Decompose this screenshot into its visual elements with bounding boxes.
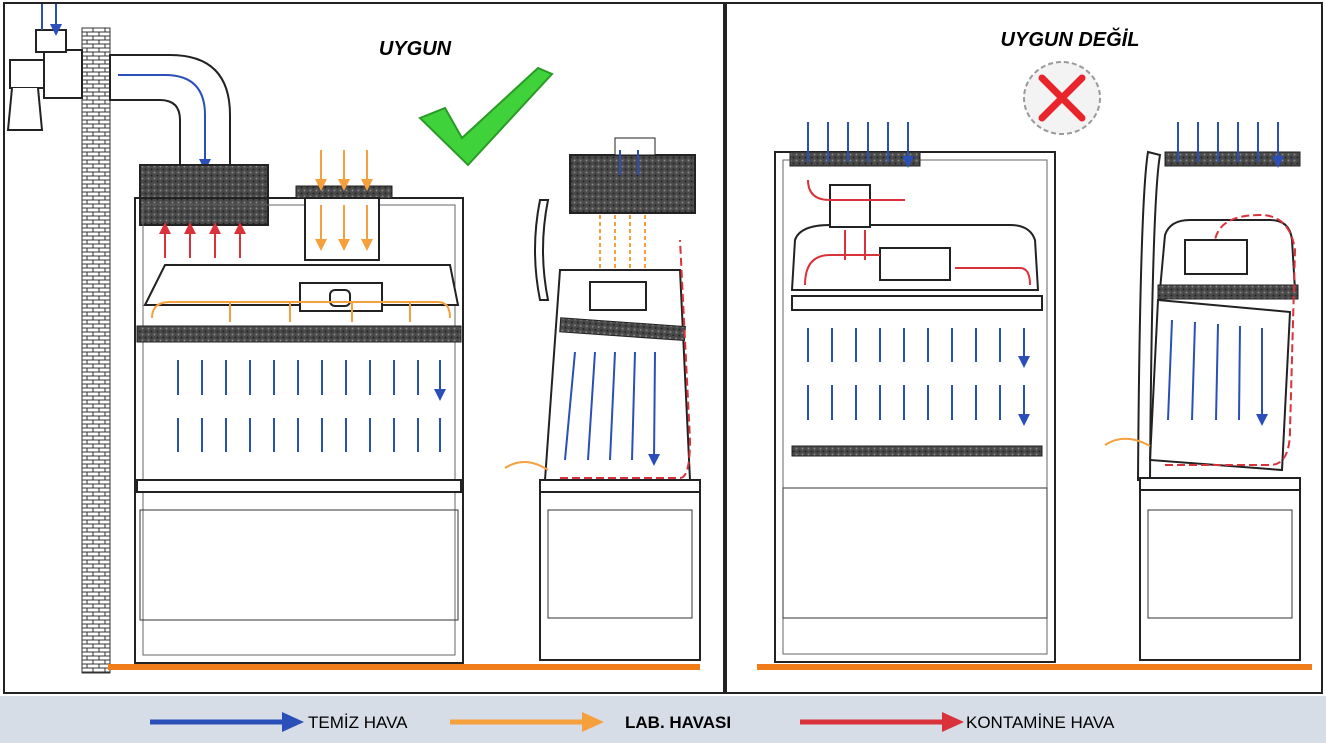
lab-air-arrows (151, 150, 451, 322)
cabinet-right-a (774, 151, 1056, 663)
cabinet-left-a (134, 164, 464, 664)
legend-clean-air: TEMİZ HAVA (150, 712, 408, 732)
legend-contaminated-air-label: KONTAMİNE HAVA (966, 713, 1115, 732)
left-panel-title: UYGUN (379, 38, 452, 60)
downflow-arrows-left (177, 360, 440, 452)
brick-wall (81, 27, 111, 674)
check-icon (418, 66, 554, 167)
right-panel-frame (725, 2, 1323, 694)
cabinet-left-b (504, 137, 701, 661)
exhaust-arrows (159, 222, 246, 258)
cross-icon (1023, 61, 1101, 135)
floor-right (757, 664, 1312, 670)
legend-clean-air-label: TEMİZ HAVA (308, 713, 408, 732)
right-panel-title: UYGUN DEĞİL (1001, 27, 1140, 51)
legend-lab-air: LAB. HAVASI (450, 712, 731, 732)
cabinet-right-b (1104, 122, 1301, 661)
legend-lab-air-label: LAB. HAVASI (625, 713, 731, 732)
exhaust-duct (109, 54, 231, 166)
exhaust-fan-icon (6, 4, 83, 131)
floor-left (108, 664, 700, 670)
legend-contaminated-air: KONTAMİNE HAVA (800, 712, 1115, 732)
left-panel-frame (3, 2, 725, 694)
downflow-arrows-right (807, 122, 1024, 420)
